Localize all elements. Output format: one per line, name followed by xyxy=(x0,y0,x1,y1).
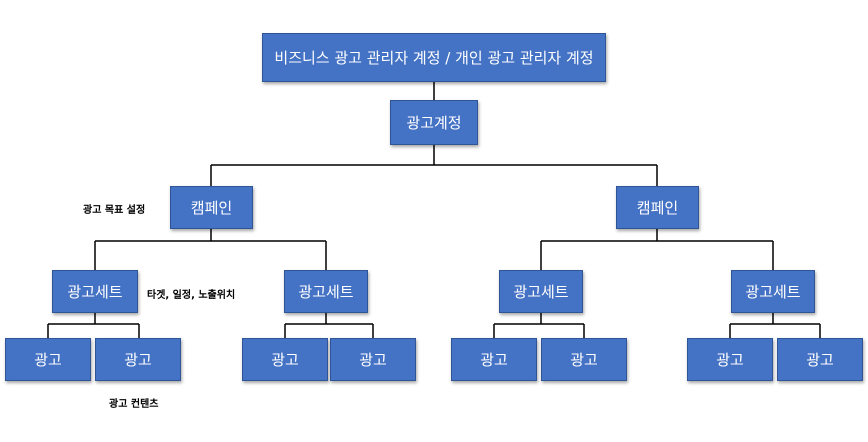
adset-note: 타겟, 일정, 노출위치 xyxy=(147,290,236,301)
ad-node: 광고 xyxy=(451,338,537,381)
adset-node: 광고세트 xyxy=(52,270,138,313)
ad-note: 광고 컨텐츠 xyxy=(109,399,159,410)
adset-node: 광고세트 xyxy=(284,270,368,313)
campaign-node: 캠페인 xyxy=(170,186,253,229)
campaign-note: 광고 목표 설정 xyxy=(83,205,146,216)
campaign-node: 캠페인 xyxy=(616,186,699,229)
ad-node: 광고 xyxy=(687,338,773,381)
ad-node: 광고 xyxy=(5,338,91,381)
ad-node: 광고 xyxy=(777,338,863,381)
ad-account-node: 광고계정 xyxy=(390,100,478,145)
adset-node: 광고세트 xyxy=(499,270,583,313)
ad-node: 광고 xyxy=(95,338,181,381)
ad-node: 광고 xyxy=(330,338,416,381)
ad-node: 광고 xyxy=(242,338,328,381)
root-node: 비즈니스 광고 관리자 계정 / 개인 광고 관리자 계정 xyxy=(262,33,606,82)
adset-node: 광고세트 xyxy=(731,270,815,313)
ad-node: 광고 xyxy=(541,338,627,381)
